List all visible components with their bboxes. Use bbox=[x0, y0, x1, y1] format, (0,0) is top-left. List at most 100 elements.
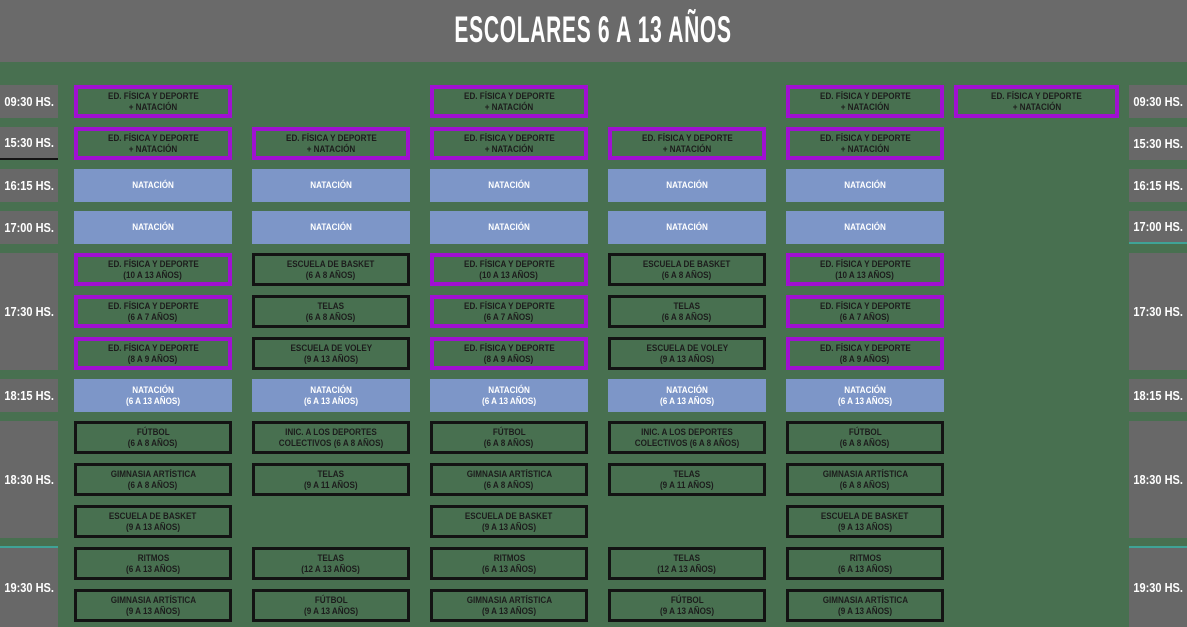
card-detail: (9 A 13 AÑOS) bbox=[303, 353, 358, 364]
card-activity: NATACIÓN bbox=[132, 222, 174, 233]
schedule-card: RITMOS(6 A 13 AÑOS) bbox=[74, 547, 232, 580]
time-label-right: 19:30 HS. bbox=[1129, 546, 1187, 627]
card-activity: FÚTBOL bbox=[492, 427, 526, 437]
card-detail: (6 A 7 AÑOS) bbox=[128, 311, 178, 322]
schedule-card: RITMOS(6 A 13 AÑOS) bbox=[430, 547, 588, 580]
schedule-card: ED. FÍSICA Y DEPORTE(6 A 7 AÑOS) bbox=[430, 295, 588, 328]
schedule-card: ED. FÍSICA Y DEPORTE(10 A 13 AÑOS) bbox=[74, 253, 232, 286]
time-label-left: 17:30 HS. bbox=[0, 253, 58, 370]
time-label-text: 16:15 HS. bbox=[4, 178, 54, 193]
card-activity: ED. FÍSICA Y DEPORTE bbox=[463, 133, 555, 143]
schedule-card: ED. FÍSICA Y DEPORTE+ NATACIÓN bbox=[786, 85, 944, 118]
schedule-card: ED. FÍSICA Y DEPORTE+ NATACIÓN bbox=[74, 127, 232, 160]
card-detail: (6 A 8 AÑOS) bbox=[128, 437, 178, 448]
schedule-card: NATACIÓN(6 A 13 AÑOS) bbox=[608, 379, 766, 412]
card-detail: (6 A 8 AÑOS) bbox=[306, 311, 356, 322]
card-activity: ED. FÍSICA Y DEPORTE bbox=[285, 133, 377, 143]
card-detail: (8 A 9 AÑOS) bbox=[840, 353, 890, 364]
time-label-right: 09:30 HS. bbox=[1129, 85, 1187, 118]
schedule-card: ESCUELA DE VOLEY(9 A 13 AÑOS) bbox=[608, 337, 766, 370]
schedule-card: GIMNASIA ARTÍSTICA(9 A 13 AÑOS) bbox=[786, 589, 944, 622]
card-activity: TELAS bbox=[317, 553, 345, 563]
card-detail: (8 A 9 AÑOS) bbox=[484, 353, 534, 364]
time-label-text: 18:15 HS. bbox=[4, 388, 54, 403]
schedule-card: GIMNASIA ARTÍSTICA(6 A 8 AÑOS) bbox=[74, 463, 232, 496]
time-label-text: 17:00 HS. bbox=[4, 220, 54, 235]
card-activity: TELAS bbox=[317, 301, 345, 311]
card-detail: (6 A 7 AÑOS) bbox=[484, 311, 534, 322]
schedule-card: NATACIÓN bbox=[430, 211, 588, 244]
card-activity: RITMOS bbox=[493, 553, 525, 563]
card-activity: FÚTBOL bbox=[136, 427, 170, 437]
title-bar: ESCOLARES 6 A 13 AÑOS bbox=[0, 0, 1187, 62]
card-detail: (9 A 13 AÑOS) bbox=[837, 521, 892, 532]
schedule-card: ESCUELA DE BASKET(9 A 13 AÑOS) bbox=[74, 505, 232, 538]
schedule-card: ESCUELA DE BASKET(6 A 8 AÑOS) bbox=[252, 253, 410, 286]
time-label-text: 18:15 HS. bbox=[1133, 388, 1183, 403]
card-activity: ESCUELA DE BASKET bbox=[465, 511, 553, 521]
schedule-card: FÚTBOL(6 A 8 AÑOS) bbox=[430, 421, 588, 454]
schedule-card: ED. FÍSICA Y DEPORTE+ NATACIÓN bbox=[252, 127, 410, 160]
time-label-right: 18:30 HS. bbox=[1129, 421, 1187, 538]
schedule-card: NATACIÓN(6 A 13 AÑOS) bbox=[252, 379, 410, 412]
card-detail: (6 A 13 AÑOS) bbox=[481, 395, 536, 406]
time-label-text: 17:30 HS. bbox=[1133, 304, 1183, 319]
card-detail: (6 A 13 AÑOS) bbox=[481, 563, 536, 574]
time-label-right: 17:00 HS. bbox=[1129, 211, 1187, 244]
schedule-card: ESCUELA DE BASKET(9 A 13 AÑOS) bbox=[786, 505, 944, 538]
card-detail: (12 A 13 AÑOS) bbox=[301, 563, 361, 574]
time-label-text: 19:30 HS. bbox=[4, 580, 54, 595]
card-activity: ED. FÍSICA Y DEPORTE bbox=[819, 301, 911, 311]
schedule-card: NATACIÓN bbox=[786, 169, 944, 202]
schedule-card: TELAS(9 A 11 AÑOS) bbox=[252, 463, 410, 496]
time-label-text: 17:30 HS. bbox=[4, 304, 54, 319]
card-activity: ED. FÍSICA Y DEPORTE bbox=[107, 133, 199, 143]
schedule-card: NATACIÓN(6 A 13 AÑOS) bbox=[430, 379, 588, 412]
time-label-left: 18:30 HS. bbox=[0, 421, 58, 538]
schedule-card: NATACIÓN bbox=[252, 169, 410, 202]
schedule-card: TELAS(12 A 13 AÑOS) bbox=[252, 547, 410, 580]
card-detail: (9 A 13 AÑOS) bbox=[481, 605, 536, 616]
card-activity: ED. FÍSICA Y DEPORTE bbox=[107, 343, 199, 353]
schedule-card: ED. FÍSICA Y DEPORTE(10 A 13 AÑOS) bbox=[786, 253, 944, 286]
card-detail: (6 A 13 AÑOS) bbox=[125, 395, 180, 406]
card-activity: NATACIÓN bbox=[310, 180, 352, 191]
card-activity: ED. FÍSICA Y DEPORTE bbox=[991, 91, 1082, 101]
card-detail: + NATACIÓN bbox=[840, 101, 890, 112]
card-activity: NATACIÓN bbox=[488, 222, 530, 233]
card-activity: INIC. A LOS DEPORTES bbox=[285, 427, 377, 437]
time-label-text: 09:30 HS. bbox=[1133, 94, 1183, 109]
schedule-card: TELAS(6 A 8 AÑOS) bbox=[252, 295, 410, 328]
card-activity: ED. FÍSICA Y DEPORTE bbox=[641, 133, 733, 143]
card-activity: NATACIÓN bbox=[666, 180, 708, 191]
card-detail: (6 A 7 AÑOS) bbox=[840, 311, 890, 322]
time-label-left: 17:00 HS. bbox=[0, 211, 58, 244]
schedule-card: NATACIÓN bbox=[252, 211, 410, 244]
time-label-left: 16:15 HS. bbox=[0, 169, 58, 202]
card-activity: GIMNASIA ARTÍSTICA bbox=[466, 469, 552, 479]
schedule-card: NATACIÓN(6 A 13 AÑOS) bbox=[786, 379, 944, 412]
card-activity: TELAS bbox=[673, 553, 701, 563]
schedule-card: ED. FÍSICA Y DEPORTE+ NATACIÓN bbox=[954, 85, 1119, 118]
card-activity: ESCUELA DE BASKET bbox=[109, 511, 197, 521]
card-detail: (10 A 13 AÑOS) bbox=[479, 269, 539, 280]
card-activity: TELAS bbox=[673, 301, 701, 311]
card-activity: ED. FÍSICA Y DEPORTE bbox=[107, 91, 199, 101]
card-activity: ED. FÍSICA Y DEPORTE bbox=[819, 91, 911, 101]
card-detail: (9 A 13 AÑOS) bbox=[837, 605, 892, 616]
card-detail: (9 A 13 AÑOS) bbox=[125, 605, 180, 616]
card-activity: ED. FÍSICA Y DEPORTE bbox=[107, 259, 199, 269]
card-activity: NATACIÓN bbox=[488, 180, 530, 191]
card-detail: COLECTIVOS (6 A 8 AÑOS) bbox=[278, 437, 384, 448]
schedule-card: ED. FÍSICA Y DEPORTE+ NATACIÓN bbox=[430, 127, 588, 160]
card-detail: + NATACIÓN bbox=[662, 143, 712, 154]
card-activity: NATACIÓN bbox=[488, 385, 530, 395]
schedule-card: FÚTBOL(9 A 13 AÑOS) bbox=[252, 589, 410, 622]
schedule-card: ED. FÍSICA Y DEPORTE(8 A 9 AÑOS) bbox=[74, 337, 232, 370]
card-activity: ED. FÍSICA Y DEPORTE bbox=[819, 259, 911, 269]
schedule-card: ESCUELA DE VOLEY(9 A 13 AÑOS) bbox=[252, 337, 410, 370]
time-label-text: 18:30 HS. bbox=[1133, 472, 1183, 487]
card-detail: + NATACIÓN bbox=[484, 101, 534, 112]
